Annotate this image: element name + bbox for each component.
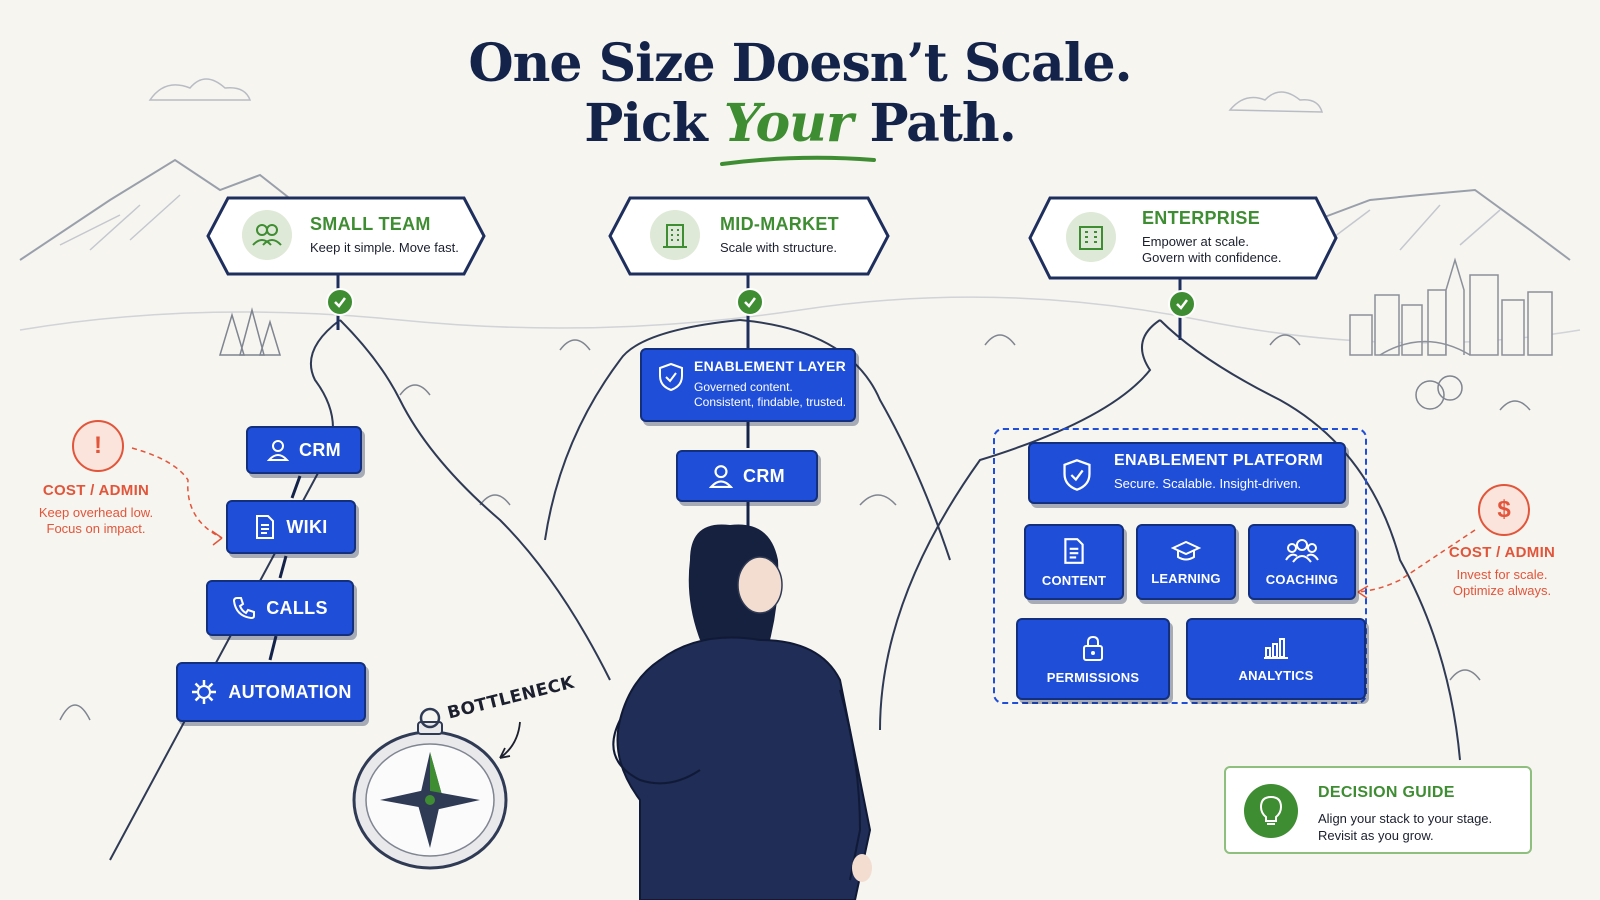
tool-label: WIKI (286, 516, 328, 537)
cost-line-1: Keep overhead low. (38, 505, 154, 520)
module-label: LEARNING (1151, 570, 1221, 586)
dollar-icon: $ (1478, 484, 1530, 536)
person-figure (612, 524, 872, 900)
user-icon (267, 440, 290, 461)
layer-line-2: Consistent, findable, trusted. (694, 395, 847, 409)
check-icon (1168, 290, 1196, 318)
sign-subtitle: Scale with structure. (720, 240, 838, 255)
page-title-line-2: Pick Your Path. (0, 94, 1600, 154)
tool-crm[interactable]: CRM (246, 426, 362, 474)
enterprise-platform-group (993, 428, 1367, 704)
compass-icon (352, 707, 508, 870)
check-icon (326, 288, 354, 316)
sign-enterprise: ENTERPRISE Empower at scale. Govern with… (1028, 196, 1338, 280)
module-content[interactable]: CONTENT (1024, 524, 1124, 600)
cost-line-2: Focus on impact. (46, 521, 146, 536)
module-label: CONTENT (1041, 572, 1107, 588)
graduation-cap-icon (1171, 540, 1201, 560)
title-highlight: Your (723, 93, 853, 154)
module-permissions[interactable]: PERMISSIONS (1016, 618, 1170, 700)
check-icon (736, 288, 764, 316)
tool-calls[interactable]: CALLS (206, 580, 354, 636)
module-learning[interactable]: LEARNING (1136, 524, 1236, 600)
sign-subtitle-line-1: Empower at scale. (1142, 234, 1249, 249)
sign-title: SMALL TEAM (310, 214, 431, 234)
platform-title: ENABLEMENT PLATFORM (1114, 452, 1323, 469)
document-icon (256, 515, 275, 539)
decision-guide-card: DECISION GUIDE Align your stack to your … (1224, 766, 1532, 854)
tool-automation[interactable]: AUTOMATION (176, 662, 366, 722)
cost-admin-small-team: COST / ADMIN Keep overhead low. Focus on… (20, 482, 172, 537)
sign-subtitle-line-2: Govern with confidence. (1142, 250, 1282, 265)
cost-title: COST / ADMIN (1448, 544, 1556, 561)
sign-subtitle: Keep it simple. Move fast. (310, 240, 459, 255)
page-title-line-1: One Size Doesn’t Scale. (468, 33, 1132, 94)
guide-line-2: Revisit as you grow. (1318, 828, 1434, 843)
people-icon (242, 210, 292, 260)
sign-small-team: SMALL TEAM Keep it simple. Move fast. (206, 196, 486, 276)
cost-line-2: Optimize always. (1452, 583, 1552, 598)
enablement-platform[interactable]: ENABLEMENT PLATFORM Secure. Scalable. In… (1028, 442, 1346, 504)
cost-title: COST / ADMIN (42, 482, 150, 499)
module-coaching[interactable]: COACHING (1248, 524, 1356, 600)
office-building-icon (1066, 212, 1116, 262)
layer-line-1: Governed content. (694, 380, 793, 394)
tool-label: CRM (743, 465, 785, 486)
sign-title: MID-MARKET (720, 214, 839, 234)
tool-wiki[interactable]: WIKI (226, 500, 356, 554)
platform-subtitle: Secure. Scalable. Insight-driven. (1114, 476, 1302, 491)
document-icon (1064, 537, 1084, 564)
lock-icon (1083, 635, 1103, 661)
user-icon (709, 465, 734, 488)
module-label: PERMISSIONS (1046, 669, 1140, 685)
tool-label: CALLS (266, 597, 328, 618)
lightbulb-icon (1244, 784, 1298, 838)
cost-admin-enterprise: COST / ADMIN Invest for scale. Optimize … (1424, 544, 1580, 599)
tool-label: CRM (299, 439, 341, 460)
shield-check-icon (1063, 459, 1091, 491)
building-icon (650, 210, 700, 260)
cost-line-1: Invest for scale. (1456, 567, 1548, 582)
sign-mid-market: MID-MARKET Scale with structure. (608, 196, 890, 276)
people-icon (1285, 538, 1319, 563)
sign-title: ENTERPRISE (1142, 208, 1261, 228)
shield-check-icon (659, 362, 683, 392)
module-analytics[interactable]: ANALYTICS (1186, 618, 1366, 700)
layer-title: ENABLEMENT LAYER (694, 358, 847, 374)
title-underline (720, 155, 876, 166)
title-text: Pick (584, 93, 724, 154)
enablement-layer[interactable]: ENABLEMENT LAYER Governed content. Consi… (640, 348, 856, 422)
guide-title: DECISION GUIDE (1318, 784, 1455, 801)
tool-crm-mid[interactable]: CRM (676, 450, 818, 502)
gear-icon (192, 680, 217, 704)
phone-icon (233, 597, 256, 620)
exclamation-icon: ! (72, 420, 124, 472)
title-text: Path. (852, 93, 1016, 154)
tool-label: AUTOMATION (228, 681, 352, 702)
module-label: COACHING (1265, 571, 1339, 587)
bar-chart-icon (1264, 637, 1288, 659)
guide-line-1: Align your stack to your stage. (1318, 811, 1493, 826)
module-label: ANALYTICS (1238, 667, 1314, 683)
